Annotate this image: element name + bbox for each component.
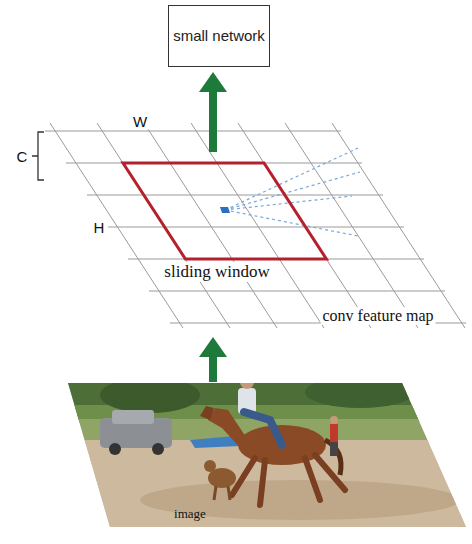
feature-map-grid	[45, 123, 466, 328]
process-box: small network	[168, 5, 270, 67]
channel-bracket	[32, 132, 44, 180]
node-text: small network	[173, 26, 265, 46]
part-label: conv feature map	[320, 307, 435, 325]
part-label: H	[92, 219, 107, 236]
part-label: C	[15, 148, 30, 165]
sliding-window-box	[123, 163, 326, 259]
flow-arrow	[199, 72, 227, 382]
projection-lines	[225, 148, 360, 236]
part-label: sliding window	[162, 262, 271, 282]
input-photo	[60, 375, 470, 530]
part-label: W	[131, 113, 149, 130]
part-label: image	[172, 506, 208, 522]
window-center	[220, 207, 230, 213]
